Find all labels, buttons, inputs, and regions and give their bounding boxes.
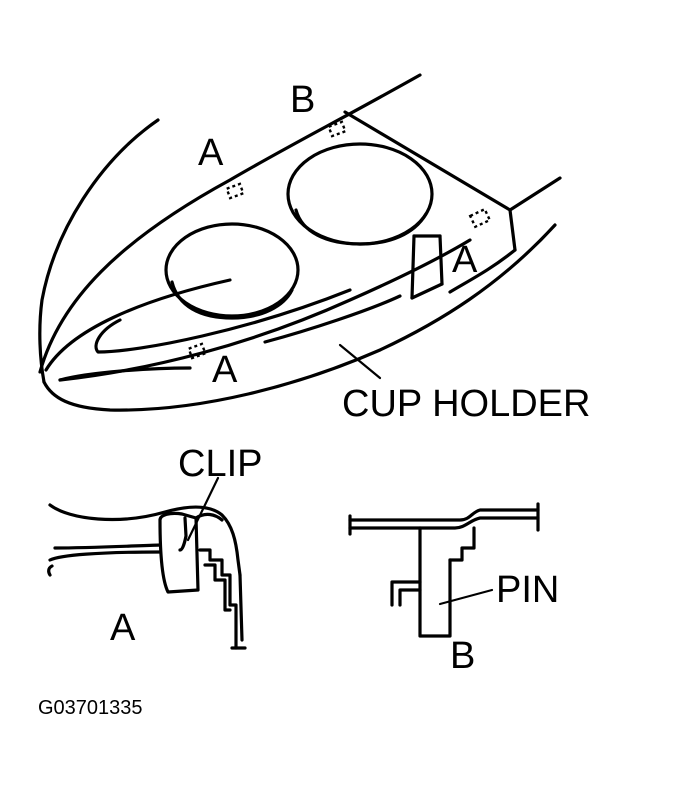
callout-a-right: A [452,239,478,281]
pin-leader [438,588,494,606]
console-outline [38,73,562,412]
clip-leader [186,476,220,542]
callout-a-top: A [198,132,224,174]
cup-holder-leader [338,343,382,380]
detail-a-clip [47,503,247,650]
cup-holder-label: CUP HOLDER [342,383,590,425]
tray-grooves [58,288,402,382]
pin-label: PIN [496,569,559,611]
detail-b-label: B [450,635,475,677]
cup-hole-left [164,222,300,320]
callout-a-bottom: A [212,349,238,391]
detail-b-pin [348,502,540,638]
callout-b-top: B [290,79,315,121]
clip-label: CLIP [178,443,262,485]
detail-a-label: A [110,607,136,649]
figure-code: G03701335 [38,697,143,719]
cup-hole-right [286,142,444,300]
clip-markers [187,120,492,360]
